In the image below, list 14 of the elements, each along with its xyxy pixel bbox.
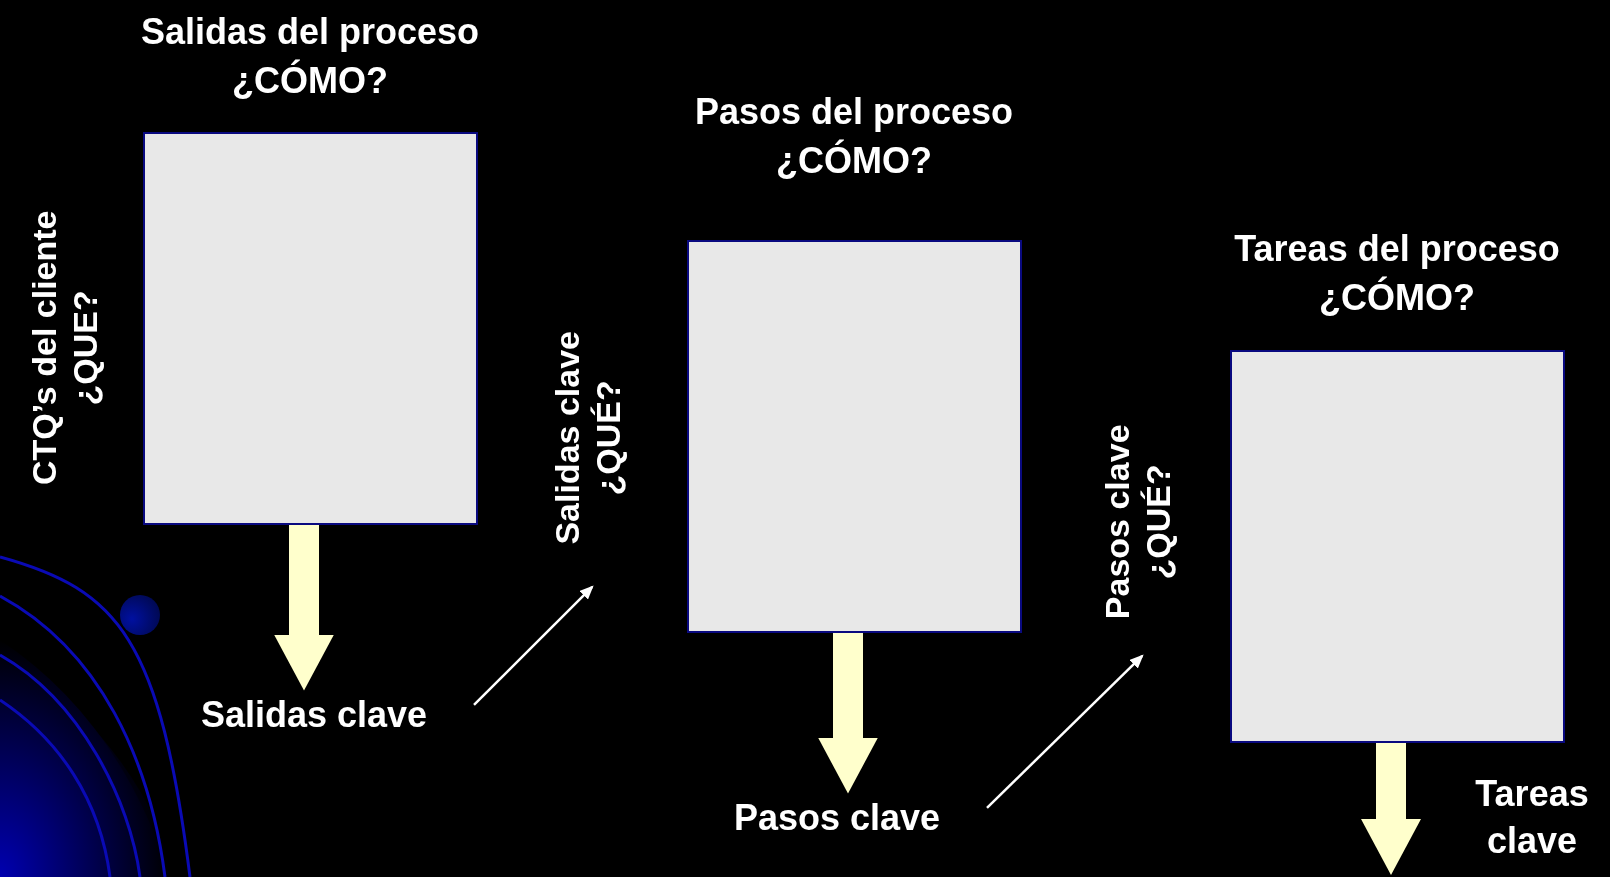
block-arrow: [274, 525, 334, 691]
arrow: [473, 585, 594, 706]
vertical-label: Pasos clave ¿QUÉ?: [1097, 391, 1179, 652]
output-label: Pasos clave: [697, 794, 977, 842]
block-arrow: [1361, 743, 1421, 875]
vertical-label: Salidas clave ¿QUÉ?: [547, 292, 629, 583]
heading-text: Salidas del proceso ¿CÓMO?: [139, 10, 481, 103]
output-label: Salidas clave: [164, 691, 464, 739]
heading-text: Tareas del proceso ¿CÓMO?: [1233, 227, 1561, 320]
heading-text: Pasos del proceso ¿CÓMO?: [693, 90, 1015, 183]
block-arrow: [818, 633, 878, 794]
output-label: Tareas clave: [1457, 771, 1607, 865]
arrow: [986, 654, 1144, 809]
vertical-label: CTQ’s del cliente ¿QUE?: [24, 209, 105, 488]
